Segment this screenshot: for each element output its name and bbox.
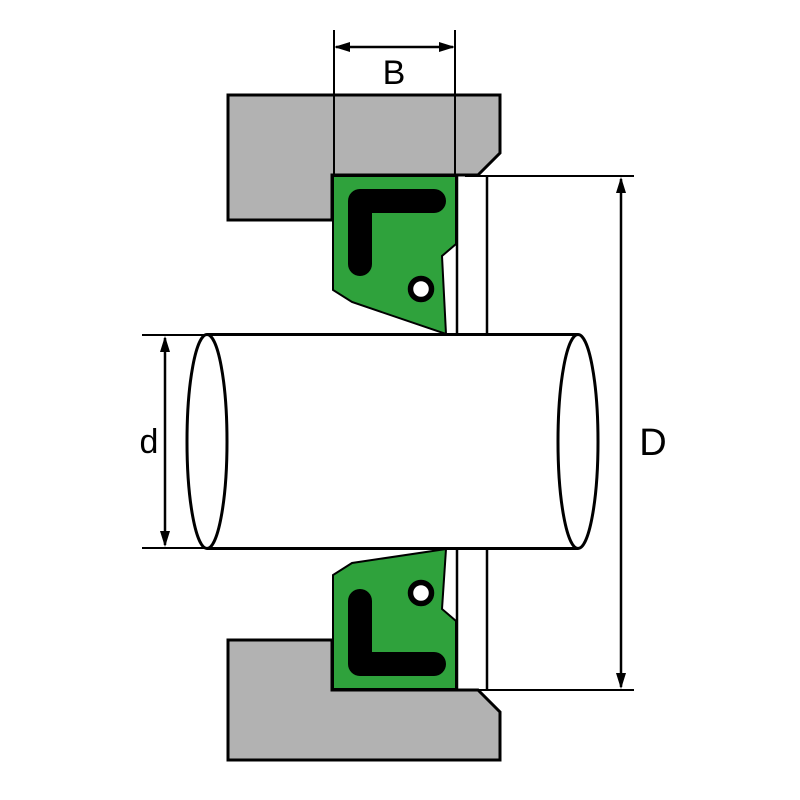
housing — [226, 93, 502, 762]
dim-b-arrow-right — [439, 42, 455, 52]
dim-b-label: B — [383, 54, 406, 92]
seal-top — [332, 175, 457, 336]
seal-bottom-case-insert — [348, 589, 446, 676]
shaft-right-end — [556, 333, 600, 550]
dim-D-arrow-top — [616, 177, 626, 193]
seal-bottom-garter-spring — [407, 579, 435, 607]
dimension-seal-width: B — [333, 30, 456, 176]
seal-top-garter-spring — [407, 275, 435, 303]
dim-D-arrow-bottom — [616, 673, 626, 689]
dim-d-arrow-bottom — [160, 531, 170, 547]
dim-d-label: d — [140, 423, 159, 461]
dimension-shaft-diameter: d — [140, 334, 204, 549]
shaft — [185, 333, 600, 550]
dim-b-arrow-left — [334, 42, 350, 52]
dim-d-arrow-top — [160, 336, 170, 352]
dim-D-label: D — [639, 422, 666, 464]
dimension-bore-diameter: D — [465, 175, 667, 691]
shaft-left-end — [185, 333, 229, 550]
seal-bottom — [332, 547, 457, 690]
shaft-body — [207, 334, 578, 549]
seal-top-case-insert — [348, 189, 446, 276]
